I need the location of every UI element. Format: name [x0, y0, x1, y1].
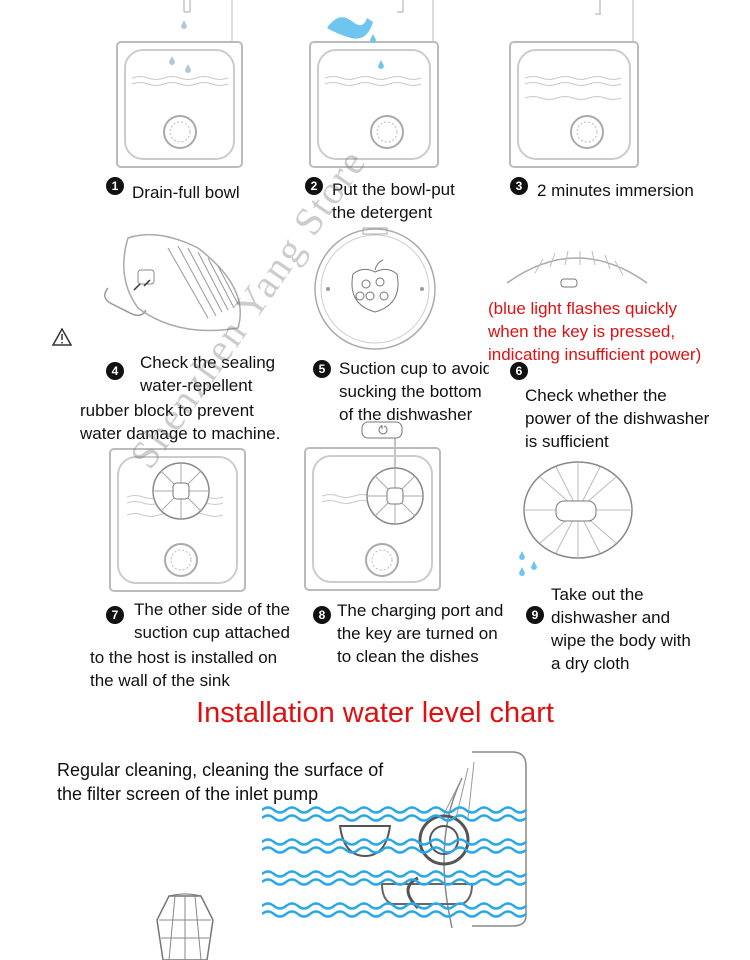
- step-6-caption: Check whether the power of the dishwashe…: [525, 386, 710, 451]
- warning-icon: [52, 328, 72, 346]
- step-2-caption: Put the bowl-put the detergent: [332, 180, 455, 222]
- dishwasher-wipe-illustration: [519, 461, 633, 576]
- sink-with-dishwasher-1: [109, 448, 246, 592]
- sink-with-dishwasher-2: [304, 421, 441, 591]
- step-3-caption: 2 minutes immersion: [537, 181, 694, 200]
- dishwasher-side-illustration: [104, 233, 241, 332]
- step-5-number: 5: [313, 360, 331, 378]
- step-4-number: 4: [106, 362, 124, 380]
- step-9-caption: Take out the dishwasher and wipe the bod…: [551, 585, 691, 673]
- step-2-number: 2: [305, 177, 323, 195]
- step-1-number: 1: [106, 177, 124, 195]
- step-7-caption-cont: to the host is installed on the wall of …: [90, 648, 278, 690]
- step-4-caption-cont: rubber block to prevent water damage to …: [80, 401, 281, 443]
- dishwasher-top-illustration: [506, 250, 648, 288]
- cleaning-instruction: Regular cleaning, cleaning the surface o…: [57, 760, 384, 804]
- step-7-caption: The other side of the suction cup attach…: [134, 600, 290, 642]
- step-9-number: 9: [526, 606, 544, 624]
- step-1-caption: Drain-full bowl: [132, 183, 240, 202]
- sink-illustration-2: [309, 0, 439, 168]
- step-8-number: 8: [313, 606, 331, 624]
- water-level-diagram: [262, 751, 527, 929]
- step-5-caption: Suction cup to avoid sucking the bottom …: [339, 359, 489, 424]
- step-8-caption: The charging port and the key are turned…: [337, 601, 504, 666]
- sink-illustration-1: [116, 0, 243, 168]
- sink-illustration-3: [509, 0, 639, 168]
- step-7-number: 7: [106, 606, 124, 624]
- section-title: Installation water level chart: [196, 697, 554, 729]
- power-warning-note: (blue light flashes quickly when the key…: [488, 299, 702, 364]
- inlet-pump-filter-illustration: [156, 893, 214, 960]
- step-4-caption: Check the sealing water-repellent: [140, 353, 276, 395]
- step-6-number: 6: [510, 362, 528, 380]
- step-3-number: 3: [510, 177, 528, 195]
- suction-cup-illustration: [314, 227, 436, 350]
